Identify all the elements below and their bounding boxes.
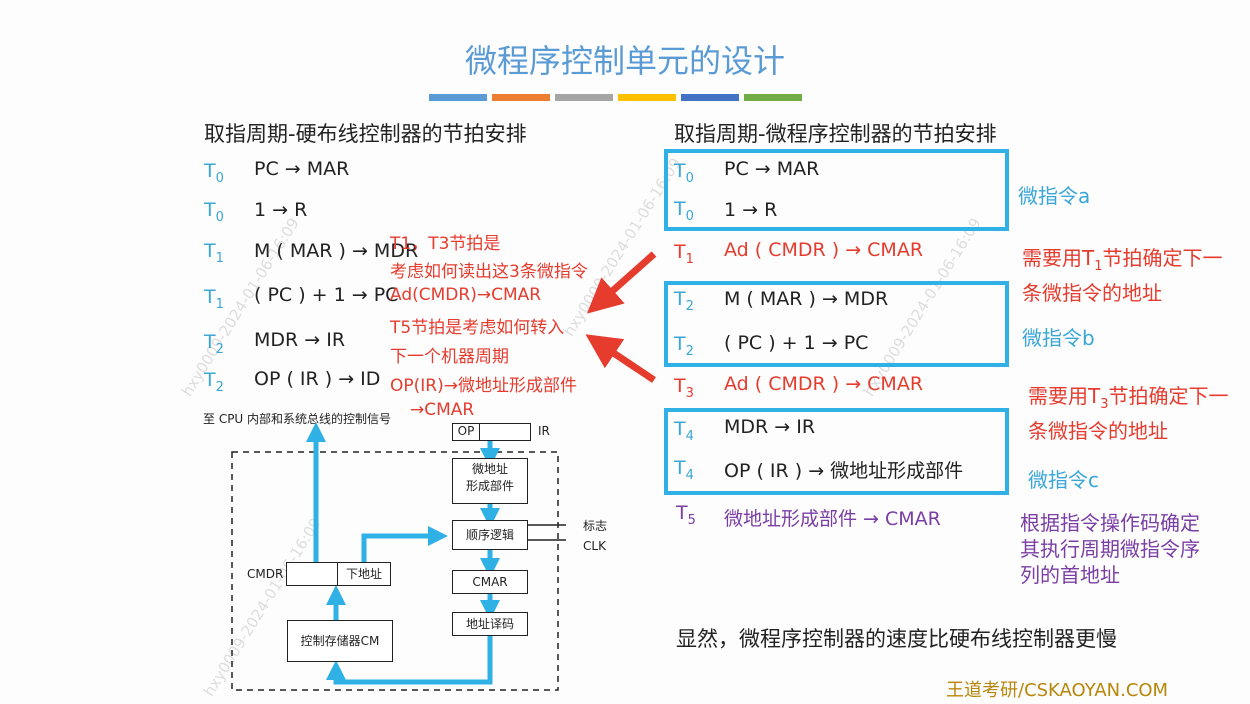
left-op: MDR → IR [254,329,346,351]
left-op: PC → MAR [254,158,350,180]
conclusion: 显然，微程序控制器的速度比硬布线控制器更慢 [676,627,1117,651]
cmdr-label: CMDR [247,567,284,581]
annotation-line: 考虑如何读出这3条微指令 [390,262,588,282]
annotation-line: →CMAR [410,400,475,420]
micro-instruction-b-label: 微指令b [1022,326,1095,350]
left-t-label: T2 [204,331,224,357]
arrow-to-annotation-upper [586,251,657,314]
left-op: M ( MAR ) → MDR [254,240,419,262]
right-t-label: T1 [674,241,694,267]
right-op: 微地址形成部件 → CMAR [724,508,941,530]
note-t1: 需要用T1节拍确定下一条微指令的地址 [1022,246,1223,305]
note-t3: 需要用T3节拍确定下一条微指令的地址 [1028,384,1229,443]
title-color-bar [681,94,739,101]
cu-block-diagram [231,422,566,691]
arrow-decode-to-cm [326,634,493,685]
ir-label: IR [538,424,550,438]
ir-register-body [479,423,531,441]
micro-instruction-a-label: 微指令a [1018,184,1091,208]
control-memory: 控制存储器CM [287,620,393,662]
annotation-line: T5节拍是考虑如何转入 [390,318,565,338]
address-decoder: 地址译码 [452,612,528,636]
right-op: Ad ( CMDR ) → CMAR [724,239,924,261]
right-heading: 取指周期-微程序控制器的节拍安排 [674,122,997,146]
annotation-line: OP(IR)→微地址形成部件 [390,376,577,396]
note-t5: 根据指令操作码确定其执行周期微指令序列的首地址 [1020,511,1200,587]
micro-address-generator: 微地址形成部件 [452,458,528,504]
title-color-bar [618,94,676,101]
right-t-label: T0 [674,160,694,186]
right-t-label: T0 [674,198,694,224]
right-op: Ad ( CMDR ) → CMAR [724,373,924,395]
annotation-line: T1，T3节拍是 [390,234,501,254]
cmdr-control-field [286,562,338,586]
annotation-line: 下一个机器周期 [390,347,509,367]
arrow-nextaddr-to-seq [361,526,448,563]
op-field: OP [452,423,480,441]
right-t-label: T3 [674,375,694,401]
sequence-logic: 顺序逻辑 [452,520,528,550]
cmar-register: CMAR [452,570,528,594]
micro-instruction-c-label: 微指令c [1028,468,1099,492]
right-t-label: T2 [674,333,694,359]
right-t-label: T4 [674,457,694,483]
right-op: MDR → IR [724,416,816,438]
right-op: OP ( IR ) → 微地址形成部件 [724,460,964,482]
left-t-label: T1 [204,286,224,312]
right-t-label: T4 [674,418,694,444]
left-t-label: T0 [204,199,224,225]
right-op: 1 → R [724,199,778,221]
flag-label: 标志 [583,519,608,533]
left-t-label: T1 [204,240,224,266]
title-color-bar [429,94,487,101]
right-t-label: T2 [674,288,694,314]
left-t-label: T2 [204,369,224,395]
annotation-line: Ad(CMDR)→CMAR [390,285,542,305]
micro-instruction-b-box [664,281,1009,367]
left-op: 1 → R [254,199,308,221]
slide-title: 微程序控制单元的设计 [464,42,785,80]
footer-brand: 王道考研/CSKAOYAN.COM [946,680,1169,701]
clk-label: CLK [583,539,606,553]
diagram-top-label: 至 CPU 内部和系统总线的控制信号 [203,412,392,426]
cmdr-next-address-field: 下地址 [337,562,391,586]
right-op: M ( MAR ) → MDR [724,288,889,310]
left-op: OP ( IR ) → ID [254,368,381,390]
title-color-bar [744,94,802,101]
micro-instruction-c-box [664,408,1009,495]
annotation-arrows [585,251,657,383]
title-color-bar [555,94,613,101]
left-heading: 取指周期-硬布线控制器的节拍安排 [204,122,527,146]
diagram-dashed-border [231,451,559,691]
left-t-label: T0 [204,160,224,186]
micro-instruction-a-box [664,149,1009,231]
right-t-label: T5 [676,502,696,528]
left-op: ( PC ) + 1 → PC [254,284,399,306]
title-color-bar [492,94,550,101]
right-op: PC → MAR [724,158,820,180]
right-op: ( PC ) + 1 → PC [724,332,869,354]
arrow-to-annotation-lower [585,334,656,383]
